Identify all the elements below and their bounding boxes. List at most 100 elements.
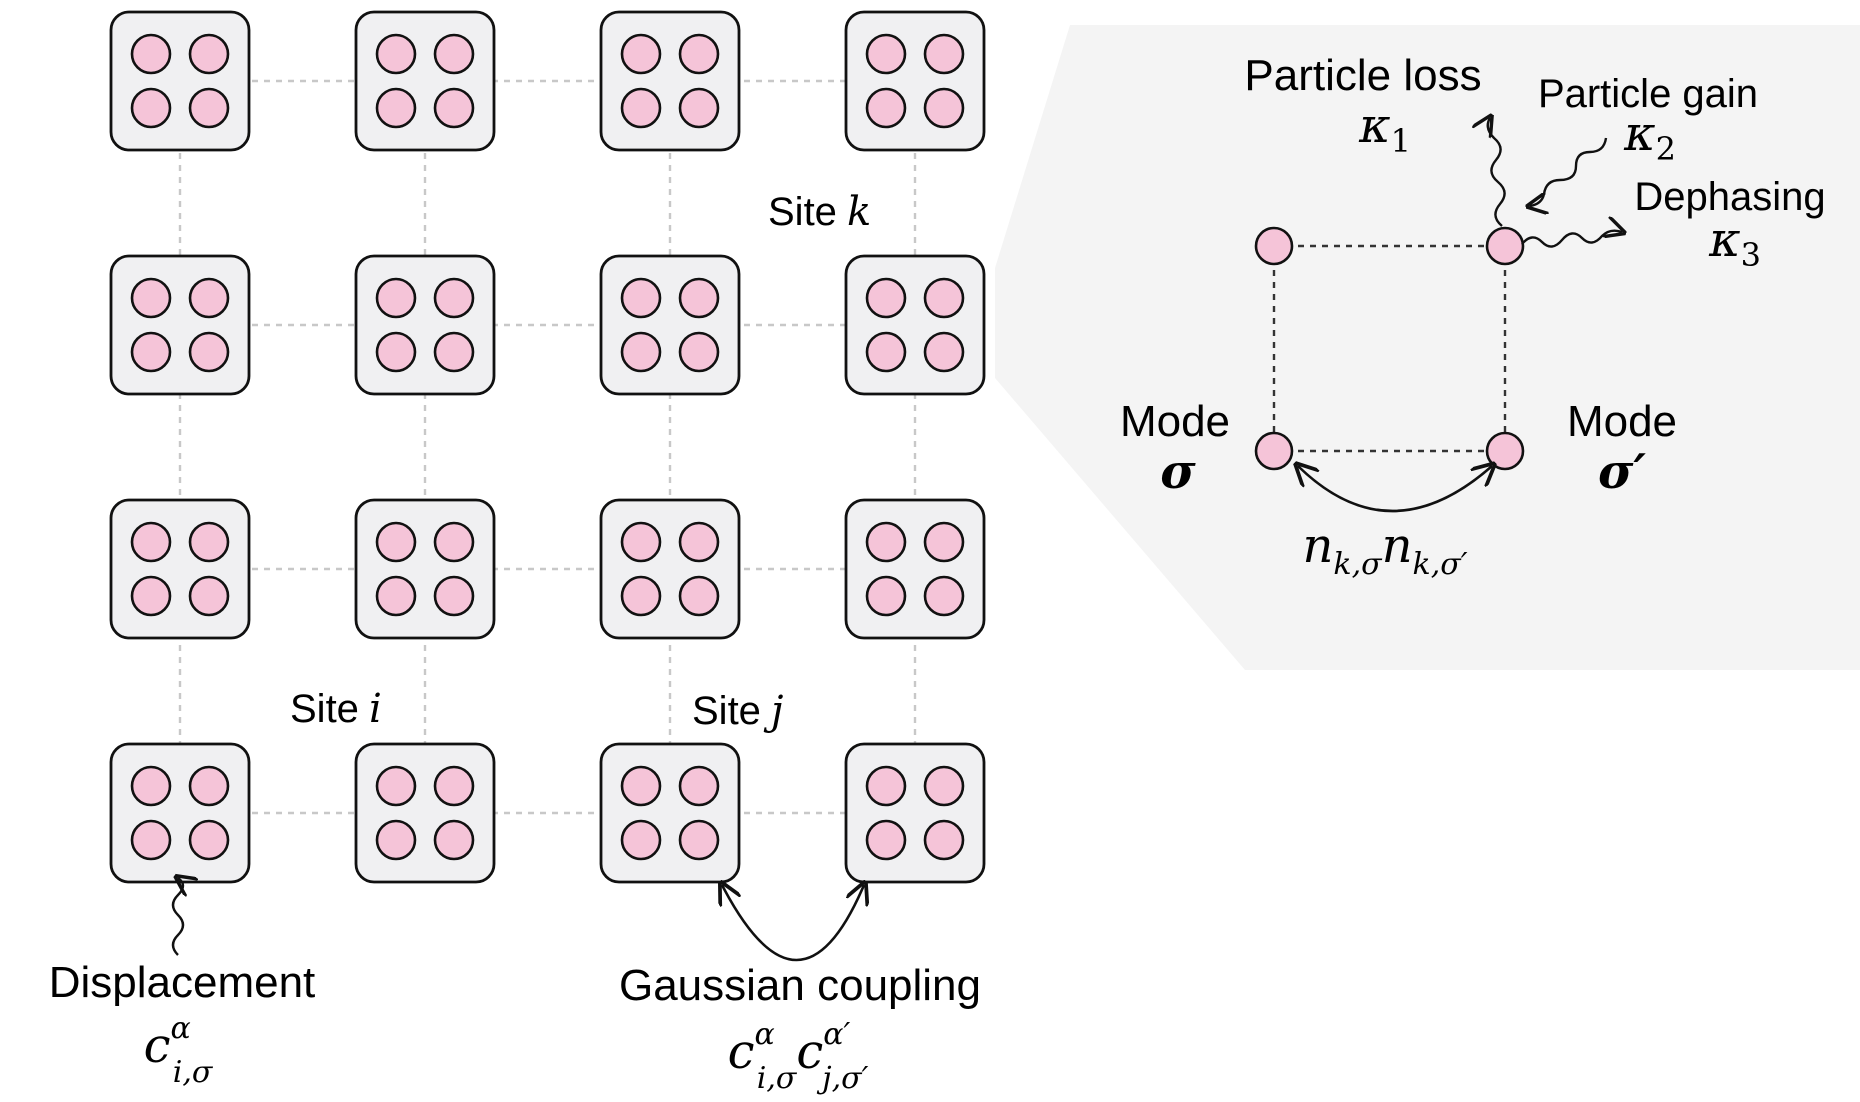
mode-circle (375, 33, 417, 75)
mode-circle (130, 819, 172, 861)
gaussian-coupling-arrow (722, 885, 864, 962)
dephasing-wavy-arrow (1521, 231, 1622, 248)
lattice-site (599, 742, 741, 884)
site-box (109, 498, 251, 640)
site-box (599, 498, 741, 640)
lattice-site (844, 742, 986, 884)
gaussian-coupling-label: Gaussian coupling (619, 961, 981, 1010)
mode-circle (865, 575, 907, 617)
mode-circle (375, 765, 417, 807)
mode-circle (865, 765, 907, 807)
mode-circle (865, 521, 907, 563)
mode-circle (678, 331, 720, 373)
mode-circle (865, 331, 907, 373)
particle-gain-wavy-arrow (1530, 137, 1608, 206)
lattice-site (844, 254, 986, 396)
mode-circle (678, 277, 720, 319)
mode-circle (188, 575, 230, 617)
mode-circle (678, 521, 720, 563)
lattice-site (354, 10, 496, 152)
mode-circle (620, 765, 662, 807)
mode-circle (130, 277, 172, 319)
mode-circle (375, 575, 417, 617)
mode-circle (188, 819, 230, 861)
mode-circle (130, 87, 172, 129)
mode-circle (433, 331, 475, 373)
site-box (599, 254, 741, 396)
mode-circle (923, 575, 965, 617)
mode-circle (375, 819, 417, 861)
mode-circle (130, 765, 172, 807)
site-box (109, 742, 251, 884)
particle-loss-symbol: κ1 (1358, 98, 1411, 160)
mode-circle (865, 87, 907, 129)
mode-circle (433, 819, 475, 861)
mode-circle (923, 277, 965, 319)
site-box (844, 498, 986, 640)
dephasing-label: Dephasing (1634, 175, 1825, 219)
site-box (354, 742, 496, 884)
mode-circle (375, 277, 417, 319)
mode-circle (865, 819, 907, 861)
lattice-site (844, 10, 986, 152)
site-box (354, 254, 496, 396)
lattice-site (844, 498, 986, 640)
mode-right-symbol: σ′ (1598, 444, 1646, 500)
mode-circle (188, 277, 230, 319)
lattice-site (109, 254, 251, 396)
lattice-site (354, 254, 496, 396)
mode-circle-top-left (1254, 226, 1294, 266)
mode-circle (620, 33, 662, 75)
mode-circle (433, 765, 475, 807)
site-box (109, 10, 251, 152)
mode-circle (678, 575, 720, 617)
mode-circle (620, 575, 662, 617)
mode-circle-top-right (1485, 226, 1525, 266)
mode-circle (923, 765, 965, 807)
zoom-panel-background (995, 25, 1860, 670)
mode-left-symbol: σ (1160, 444, 1196, 500)
interaction-symbol: nk,σnk,σ′ (1302, 518, 1467, 582)
mode-circle (620, 819, 662, 861)
mode-circle (620, 331, 662, 373)
site-box (844, 742, 986, 884)
interaction-arrow (1298, 466, 1492, 513)
lattice-sites (109, 10, 986, 884)
mode-circle (130, 521, 172, 563)
particle-gain-symbol: κ2 (1623, 106, 1676, 168)
particle-loss-label: Particle loss (1244, 51, 1481, 100)
lattice-site (599, 498, 741, 640)
site-box (599, 742, 741, 884)
lattice-site (109, 10, 251, 152)
mode-right-label: Mode (1567, 397, 1677, 446)
mode-circle (620, 521, 662, 563)
mode-circle (433, 277, 475, 319)
mode-circle (620, 277, 662, 319)
mode-circle (130, 331, 172, 373)
mode-circle-bottom-left (1254, 431, 1294, 471)
mode-circle-bottom-right (1485, 431, 1525, 471)
particle-gain-label: Particle gain (1538, 72, 1758, 116)
mode-circle (375, 87, 417, 129)
mode-circle (188, 33, 230, 75)
mode-circle (375, 521, 417, 563)
lattice-site (599, 10, 741, 152)
site-box (844, 254, 986, 396)
mode-circle (865, 277, 907, 319)
mode-circle (188, 521, 230, 563)
mode-circle (433, 521, 475, 563)
site-box (844, 10, 986, 152)
mode-circle (620, 87, 662, 129)
mode-circle (923, 819, 965, 861)
displacement-wavy-arrow (173, 878, 183, 956)
mode-circle (923, 331, 965, 373)
mode-circle (678, 87, 720, 129)
lattice-lines (178, 79, 917, 815)
mode-circle (375, 331, 417, 373)
mode-circle (865, 33, 907, 75)
